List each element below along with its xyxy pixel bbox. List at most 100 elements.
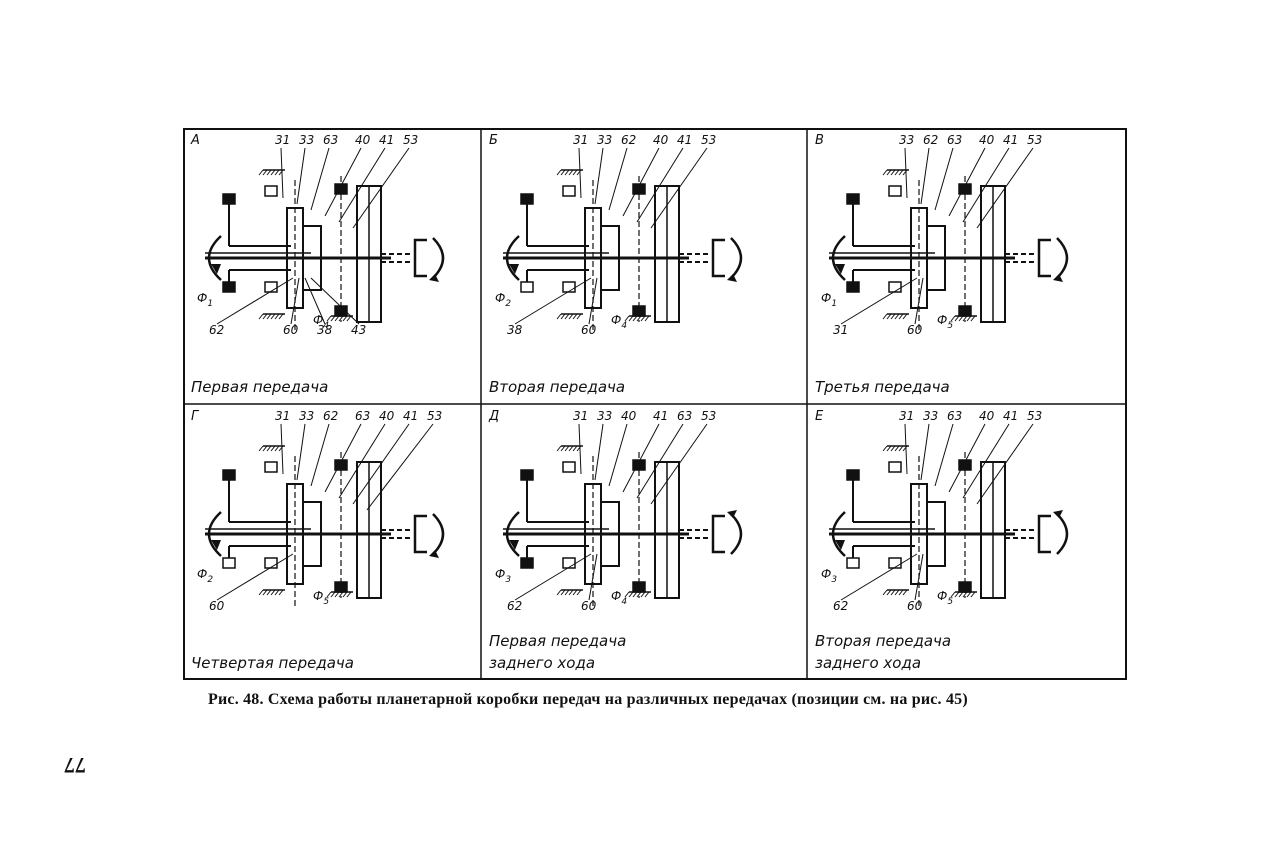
callout-label: 31 [899, 409, 914, 423]
leader-line [914, 277, 924, 325]
callout-label: 40 [621, 409, 637, 423]
brake-label: Ф4 [611, 313, 627, 331]
leader-line [948, 147, 986, 217]
leader-line [216, 277, 294, 325]
leader-line [338, 423, 386, 499]
callout-label: 53 [403, 133, 418, 147]
leader-line [636, 147, 684, 223]
leader-line [920, 423, 930, 481]
leader-line [324, 147, 362, 217]
callout-label: 60 [907, 323, 923, 337]
panel-caption: Первая передача [191, 378, 328, 396]
callout-label: 63 [947, 133, 962, 147]
callout-label: 41 [379, 133, 394, 147]
panel-letter: Б [489, 133, 498, 148]
callout-label: 41 [403, 409, 418, 423]
callout-label: 60 [581, 599, 597, 613]
callout-label: 41 [1003, 133, 1018, 147]
leader-line [280, 423, 284, 475]
leader-line [296, 423, 306, 481]
callout-label: 62 [209, 323, 224, 337]
output-arrow-icon [432, 237, 445, 279]
leader-line [290, 277, 300, 325]
leader-line [594, 147, 604, 205]
leader-line [352, 423, 410, 505]
callout-label: 60 [209, 599, 225, 613]
panel-letter: Г [191, 409, 200, 424]
leader-line [934, 147, 954, 211]
callout-label: 62 [833, 599, 848, 613]
panel-caption: Вторая передача [815, 632, 951, 650]
leader-line [296, 147, 306, 205]
panel-caption: заднего хода [815, 654, 921, 672]
leader-line [904, 423, 908, 475]
callout-label: 31 [833, 323, 848, 337]
callout-label: 43 [351, 323, 366, 337]
panel-letter: Д [488, 409, 499, 424]
leader-line [934, 423, 954, 487]
brake-label: Ф5 [937, 313, 953, 331]
output-flange [1037, 238, 1051, 278]
callout-label: 41 [653, 409, 668, 423]
panel-caption: Вторая передача [489, 378, 625, 396]
leader-line [948, 423, 986, 493]
output-flange [413, 238, 427, 278]
leader-line [840, 277, 918, 325]
callout-label: 40 [979, 133, 995, 147]
callout-label: 33 [597, 409, 612, 423]
panel-letter: В [815, 133, 824, 148]
leader-line [514, 553, 592, 601]
panel-caption: Четвертая передача [191, 654, 354, 672]
callout-label: 31 [573, 133, 588, 147]
leader-line [588, 553, 598, 601]
callout-label: 63 [947, 409, 962, 423]
callout-label: 33 [597, 133, 612, 147]
page-number: 77 [64, 753, 86, 778]
output-flange [711, 514, 725, 554]
output-arrow-icon [730, 237, 743, 279]
callout-label: 53 [427, 409, 442, 423]
output-arrow-icon [1056, 513, 1069, 555]
output-flange [413, 514, 427, 554]
brake-label: Ф1 [197, 291, 213, 309]
brake-label: Ф4 [611, 589, 627, 607]
callout-label: 60 [581, 323, 597, 337]
callout-label: 31 [573, 409, 588, 423]
brake-label: Ф3 [495, 567, 511, 585]
leader-line [578, 423, 582, 475]
callout-label: 40 [653, 133, 669, 147]
callout-label: 38 [507, 323, 523, 337]
leader-line [976, 147, 1034, 229]
leader-line [310, 277, 360, 325]
leader-line [352, 147, 410, 229]
leader-line [962, 147, 1010, 223]
callout-label: 60 [907, 599, 923, 613]
leader-line [514, 277, 592, 325]
brake-label: Ф2 [197, 567, 213, 585]
panel-caption: Первая передача [489, 632, 626, 650]
callout-label: 31 [275, 409, 290, 423]
leader-line [608, 147, 628, 211]
output-arrow-icon [1056, 237, 1069, 279]
panel-letter: А [190, 133, 200, 148]
panel-caption: заднего хода [489, 654, 595, 672]
leader-line [310, 423, 330, 487]
leader-line [216, 553, 294, 601]
callout-label: 40 [979, 409, 995, 423]
callout-label: 53 [701, 133, 716, 147]
leader-line [904, 147, 908, 199]
output-arrow-icon [730, 513, 743, 555]
brake-label: Ф5 [313, 589, 329, 607]
brake-label: Ф5 [937, 589, 953, 607]
leader-line [578, 147, 582, 199]
leader-line [608, 423, 628, 487]
brake-label: Ф1 [821, 291, 837, 309]
callout-label: 33 [299, 133, 314, 147]
callout-label: 53 [701, 409, 716, 423]
